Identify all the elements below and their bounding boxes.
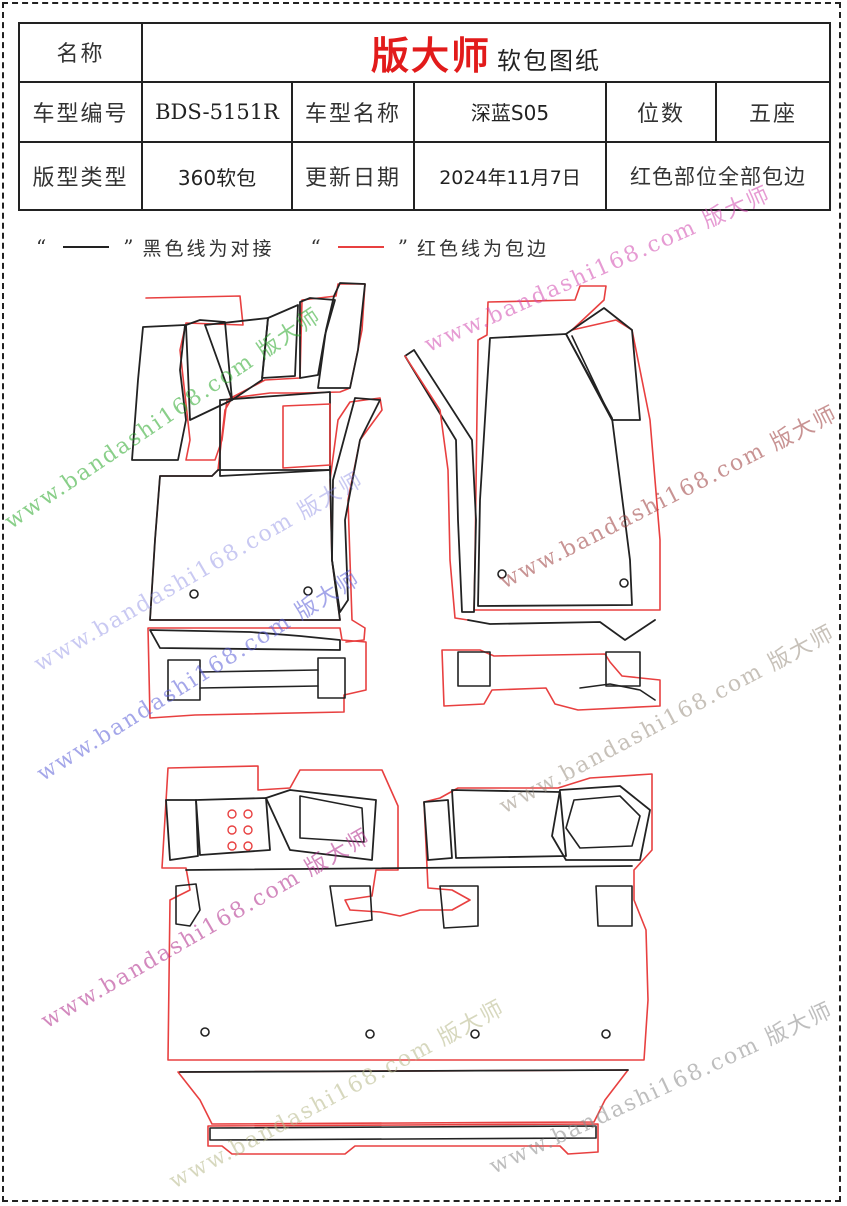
fl-hole-2 (303, 586, 313, 596)
rear-hole-1 (200, 1027, 210, 1037)
info-table: 名称 版大师软包图纸 车型编号 BDS-5151R 车型名称 深蓝S05 位数 … (18, 22, 832, 211)
fl-seam-4 (261, 304, 299, 379)
fr-seam-inner (571, 335, 611, 417)
fl-seam-2 (185, 319, 233, 421)
brand-name: 版大师 (371, 32, 492, 78)
brand-subtitle: 软包图纸 (497, 46, 602, 75)
red-line-swatch (337, 246, 384, 248)
rear-bracket-2 (329, 885, 373, 927)
fr-rail-right (605, 651, 641, 687)
fl-seam-3 (204, 317, 269, 401)
rear-bracket-4 (595, 885, 633, 927)
rear-dot-4 (243, 825, 253, 835)
rear-bottom-seam (179, 1069, 629, 1073)
rear-dot-6 (243, 841, 253, 851)
rear-bracket-1 (175, 883, 201, 927)
legend-red-text: 红色线为包边 (416, 237, 549, 260)
fl-bottom-strip (147, 627, 367, 719)
legend: “ ” 黑色线为对接 “ ” 红色线为包边 (30, 232, 549, 262)
rear-seam-left (165, 799, 199, 861)
title-cell: 版大师软包图纸 (140, 22, 832, 83)
rear-dot-1 (227, 809, 237, 819)
fl-rail-left (167, 659, 201, 701)
rear-seam-center-left (265, 789, 377, 861)
rear-seam-right-curve (565, 795, 641, 849)
rear-main-panel (185, 865, 633, 871)
rear-dot-3 (227, 825, 237, 835)
legend-quote-open: “ (36, 235, 50, 259)
front-right-mat (404, 285, 661, 711)
fr-side-strip (404, 349, 477, 613)
rear-hole-4 (601, 1029, 611, 1039)
fl-hole-1 (189, 589, 199, 599)
rear-dot-5 (227, 841, 237, 851)
fl-main-panel (149, 469, 341, 621)
fl-seam-6 (317, 282, 366, 389)
fr-bottom-cut (579, 683, 656, 701)
pattern-type-value: 360软包 (141, 141, 293, 211)
fr-hole-2 (619, 578, 629, 588)
rear-seam-left2 (195, 797, 271, 856)
rear-seam-right (451, 789, 567, 859)
fr-hole-1 (497, 569, 507, 579)
fl-side-seam (331, 397, 381, 613)
fl-heel-pad (282, 403, 331, 469)
model-name-value: 深蓝S05 (413, 80, 607, 144)
fl-rail-mid (199, 669, 319, 689)
legend-black-text: 黑色线为对接 (142, 237, 275, 260)
edge-note: 红色部位全部包边 (604, 141, 832, 211)
legend-quote-close: ” (123, 235, 137, 259)
rear-seam-right-block (423, 799, 453, 861)
rear-hole-2 (365, 1029, 375, 1039)
fr-bottom-seam (467, 619, 656, 641)
update-date-value: 2024年11月7日 (413, 141, 607, 211)
black-line-swatch (63, 246, 110, 248)
rear-hole-3 (470, 1029, 480, 1039)
rear-outer-edge (161, 765, 653, 1061)
rear-mat (161, 765, 653, 1155)
rear-dot-2 (243, 809, 253, 819)
name-label: 名称 (18, 22, 143, 83)
rear-seam-right-inner (551, 785, 651, 861)
model-code-value: BDS-5151R (141, 80, 293, 144)
model-code-label: 车型编号 (18, 80, 143, 144)
fl-outer-edge (145, 283, 383, 643)
fr-side-edge (404, 355, 469, 621)
front-left-mat (131, 282, 383, 719)
seats-value: 五座 (714, 80, 832, 144)
fr-bottom-strip (441, 649, 661, 711)
fl-bottom-seam (149, 629, 341, 651)
seats-label: 位数 (605, 80, 717, 144)
rear-bracket-3 (439, 885, 479, 929)
legend-quote-open-2: “ (310, 235, 324, 259)
fr-outer-edge (473, 285, 661, 611)
fr-rail-left (457, 651, 491, 687)
rear-seam-center-inner (299, 795, 365, 843)
fl-rail-right (317, 657, 346, 699)
model-name-label: 车型名称 (291, 80, 415, 144)
rear-base-strip (207, 1123, 599, 1155)
pattern-type-label: 版型类型 (18, 141, 143, 211)
legend-quote-close-2: ” (397, 235, 411, 259)
fl-seam-1 (131, 324, 187, 461)
rear-base-seam (209, 1125, 597, 1141)
update-date-label: 更新日期 (291, 141, 415, 211)
